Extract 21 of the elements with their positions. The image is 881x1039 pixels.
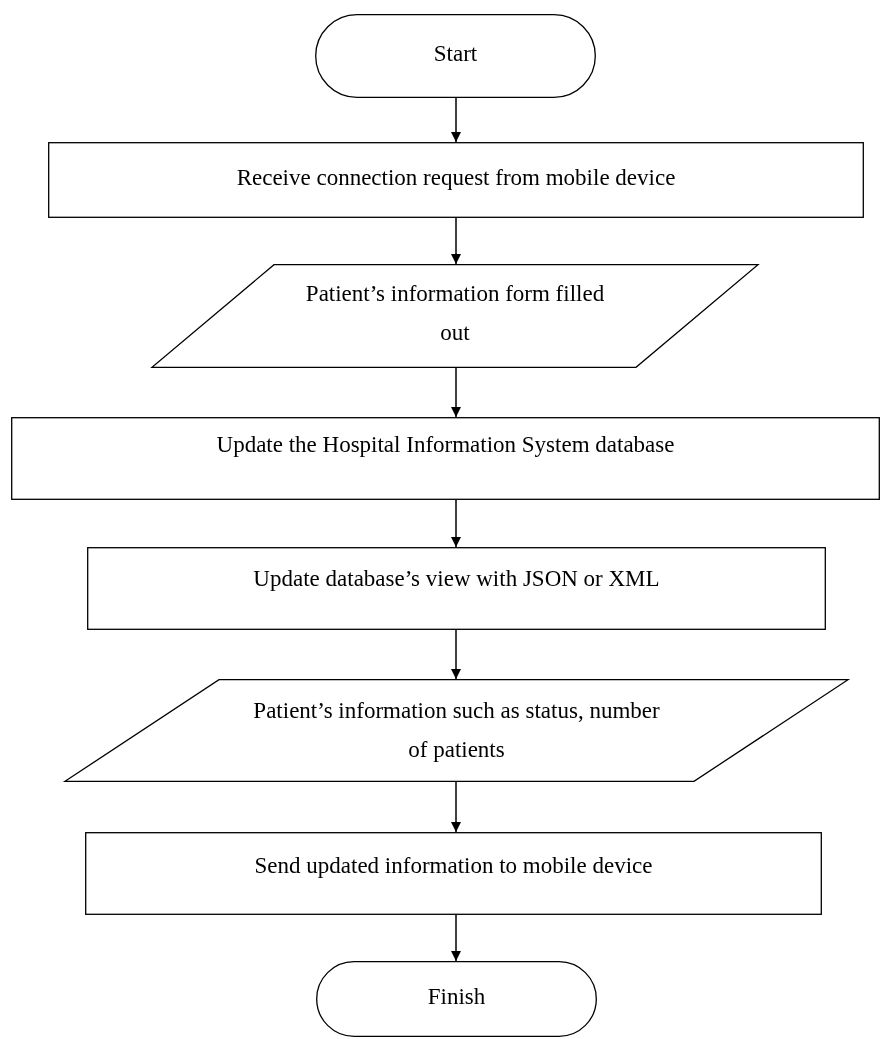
process-box	[87, 547, 826, 630]
arrow	[451, 629, 461, 680]
step-text: Patient’s information form filled out	[305, 280, 605, 347]
step-text: Send updated information to mobile device	[254, 852, 653, 880]
arrow	[451, 914, 461, 962]
process-box	[85, 832, 822, 915]
data-parallelogram	[65, 679, 848, 782]
arrow	[451, 97, 461, 143]
data-parallelogram	[152, 264, 758, 368]
step-text: Update the Hospital Information System database	[216, 431, 675, 459]
step-text: Patient’s information such as status, number of patients	[252, 697, 661, 764]
step-text: Finish	[427, 983, 486, 1011]
arrow	[451, 217, 461, 265]
process-box	[48, 142, 864, 218]
arrow	[451, 499, 461, 548]
step-text: Receive connection request from mobile device	[236, 164, 676, 192]
step-text: Update database’s view with JSON or XML	[253, 565, 660, 593]
arrow	[451, 367, 461, 418]
process-box	[11, 417, 880, 500]
arrow	[451, 781, 461, 833]
step-text: Start	[433, 40, 478, 68]
